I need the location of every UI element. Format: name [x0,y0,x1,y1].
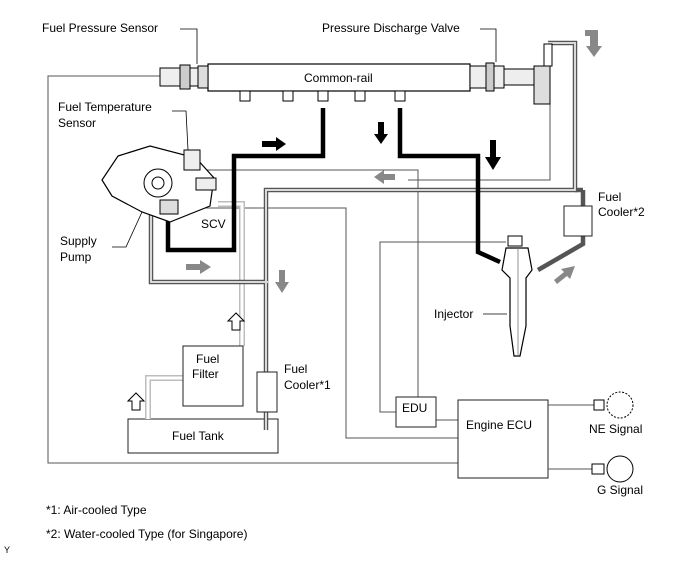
signal-wires [47,75,551,464]
fuel-pressure-sensor-label: Fuel Pressure Sensor [42,21,158,35]
footnote-2: *2: Water-cooled Type (for Singapore) [46,527,247,541]
edu: EDU [395,396,437,428]
down-arrow-icon [585,30,602,57]
supply-pump-label-1: Supply [60,234,97,248]
common-rail: Common-rail [159,43,553,105]
down-arrow-icon [374,122,388,144]
injector [501,235,533,357]
fuel-cooler-1: Fuel Cooler*1 [256,362,331,413]
footnote-1: *1: Air-cooled Type [46,503,147,517]
supply-pump-label-2: Pump [60,250,92,264]
fuel-temperature-sensor-label-2: Sensor [58,116,96,130]
engine-ecu-label: Engine ECU [466,418,532,432]
fuel-tank: Fuel Tank [127,418,279,454]
fuel-tank-label: Fuel Tank [172,429,225,443]
feed-line [145,201,245,419]
engine-ecu: Engine ECU [457,399,549,479]
corner-mark: Y [4,545,10,555]
fuel-filter-label-1: Fuel [196,352,219,366]
down-arrow-icon [275,270,289,293]
ne-sensor: NE Signal [548,391,642,436]
g-signal-label: G Signal [597,483,643,497]
fuel-filter: Fuel Filter [182,345,244,407]
g-sensor: G Signal [548,455,643,497]
fuel-cooler-1-label-2: Cooler*1 [284,378,331,392]
scv-label: SCV [201,217,226,231]
flow-arrows [186,30,602,293]
pressure-discharge-valve-label: Pressure Discharge Valve [322,21,460,35]
fuel-filter-label-2: Filter [192,367,219,381]
return-lines [148,40,586,430]
high-pressure-lines [165,108,501,265]
right-arrow-icon [186,260,211,274]
up-arrow-icon [126,392,146,411]
down-arrow-icon [485,140,501,170]
fuel-cooler-2: Fuel Cooler*2 [563,190,645,237]
fuel-temperature-sensor-label-1: Fuel Temperature [58,100,152,114]
right-arrow-icon [262,137,286,151]
fuel-cooler-2-label-1: Fuel [598,190,621,204]
edu-label: EDU [402,401,427,415]
ne-signal-label: NE Signal [589,422,642,436]
up-right-arrow-icon [554,266,575,284]
fuel-cooler-2-label-2: Cooler*2 [598,205,645,219]
fuel-cooler-1-label-1: Fuel [284,362,307,376]
common-rail-label: Common-rail [304,71,373,85]
supply-pump: SCV [101,145,226,231]
injector-label: Injector [434,307,473,321]
left-arrow-icon [374,170,395,184]
up-arrow-icon [226,312,246,331]
leader-lines [112,28,507,315]
